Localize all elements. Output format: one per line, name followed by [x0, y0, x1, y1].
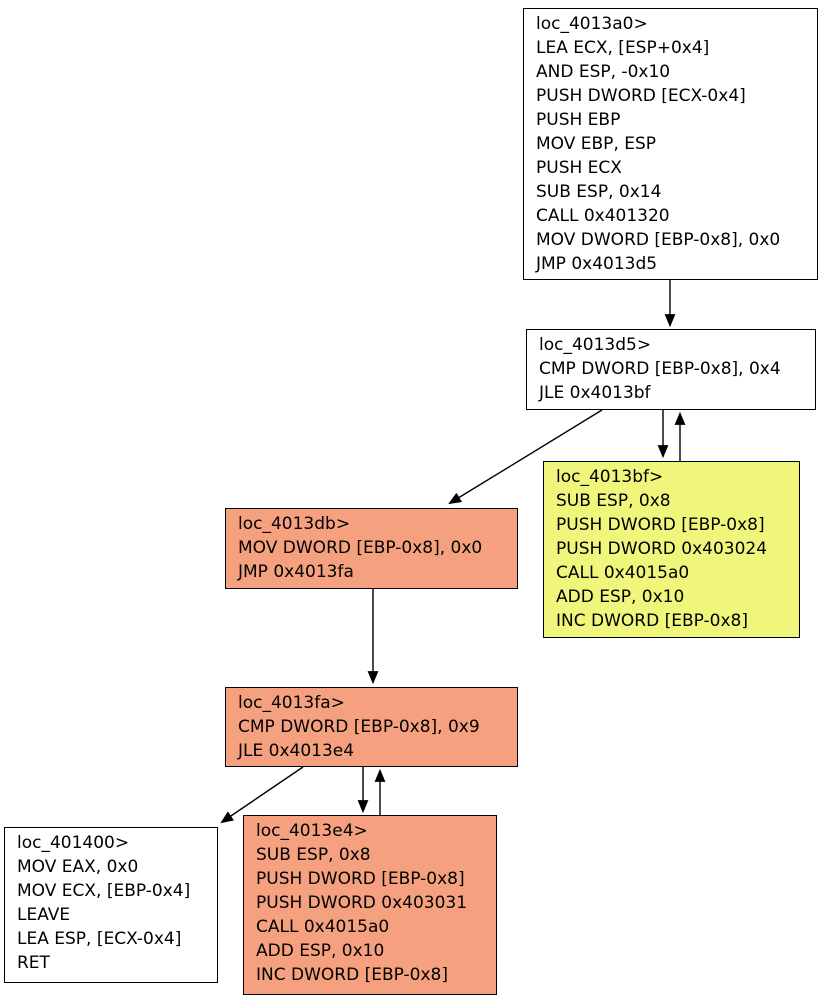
instruction: INC DWORD [EBP-0x8]: [256, 965, 448, 985]
instruction: SUB ESP, 0x8: [256, 845, 371, 865]
instruction: INC DWORD [EBP-0x8]: [556, 611, 748, 631]
instruction: RET: [17, 953, 50, 973]
node-label: loc_401400>: [17, 833, 130, 853]
cfg-node-loc_4013d5[interactable]: loc_4013d5> CMP DWORD [EBP-0x8], 0x4 JLE…: [526, 329, 816, 410]
instruction: AND ESP, -0x10: [536, 62, 671, 82]
instruction: PUSH DWORD [EBP-0x8]: [556, 515, 765, 535]
instruction: CALL 0x4015a0: [556, 563, 690, 583]
instruction: CMP DWORD [EBP-0x8], 0x4: [539, 359, 781, 379]
instruction: MOV EBP, ESP: [536, 134, 657, 154]
instruction: MOV EAX, 0x0: [17, 857, 139, 877]
instruction: MOV DWORD [EBP-0x8], 0x0: [238, 538, 483, 558]
instruction: PUSH EBP: [536, 110, 621, 130]
instruction: LEAVE: [17, 905, 71, 925]
instruction: ADD ESP, 0x10: [556, 587, 685, 607]
instruction: PUSH DWORD 0x403031: [256, 893, 468, 913]
instruction: ADD ESP, 0x10: [256, 941, 385, 961]
cfg-node-loc_401400[interactable]: loc_401400> MOV EAX, 0x0 MOV ECX, [EBP-0…: [4, 827, 218, 983]
instruction: JMP 0x4013d5: [536, 254, 658, 274]
instruction: MOV ECX, [EBP-0x4]: [17, 881, 191, 901]
instruction: PUSH DWORD [ECX-0x4]: [536, 86, 746, 106]
cfg-node-loc_4013fa[interactable]: loc_4013fa> CMP DWORD [EBP-0x8], 0x9 JLE…: [225, 687, 518, 767]
instruction: PUSH DWORD [EBP-0x8]: [256, 869, 465, 889]
instruction: JLE 0x4013e4: [238, 741, 355, 761]
instruction: JMP 0x4013fa: [238, 562, 354, 582]
node-label: loc_4013db>: [238, 514, 351, 534]
edge-loc_4013fa-to-loc_401400: [220, 766, 304, 824]
node-label: loc_4013bf>: [556, 467, 664, 487]
node-label: loc_4013d5>: [539, 335, 652, 355]
cfg-node-loc_4013a0[interactable]: loc_4013a0> LEA ECX, [ESP+0x4] AND ESP, …: [523, 8, 818, 280]
instruction: JLE 0x4013bf: [539, 383, 651, 403]
cfg-node-loc_4013e4[interactable]: loc_4013e4> SUB ESP, 0x8 PUSH DWORD [EBP…: [243, 815, 497, 995]
instruction: SUB ESP, 0x14: [536, 182, 662, 202]
instruction: MOV DWORD [EBP-0x8], 0x0: [536, 230, 781, 250]
instruction: CMP DWORD [EBP-0x8], 0x9: [238, 717, 480, 737]
node-label: loc_4013a0>: [536, 14, 648, 34]
instruction: LEA ESP, [ECX-0x4]: [17, 929, 182, 949]
cfg-node-loc_4013db[interactable]: loc_4013db> MOV DWORD [EBP-0x8], 0x0 JMP…: [225, 508, 518, 589]
instruction: PUSH ECX: [536, 158, 622, 178]
node-label: loc_4013fa>: [238, 693, 345, 713]
cfg-node-loc_4013bf[interactable]: loc_4013bf> SUB ESP, 0x8 PUSH DWORD [EBP…: [543, 461, 800, 638]
instruction: SUB ESP, 0x8: [556, 491, 671, 511]
node-label: loc_4013e4>: [256, 821, 368, 841]
instruction: PUSH DWORD 0x403024: [556, 539, 768, 559]
instruction: CALL 0x401320: [536, 206, 670, 226]
instruction: LEA ECX, [ESP+0x4]: [536, 38, 710, 58]
instruction: CALL 0x4015a0: [256, 917, 390, 937]
